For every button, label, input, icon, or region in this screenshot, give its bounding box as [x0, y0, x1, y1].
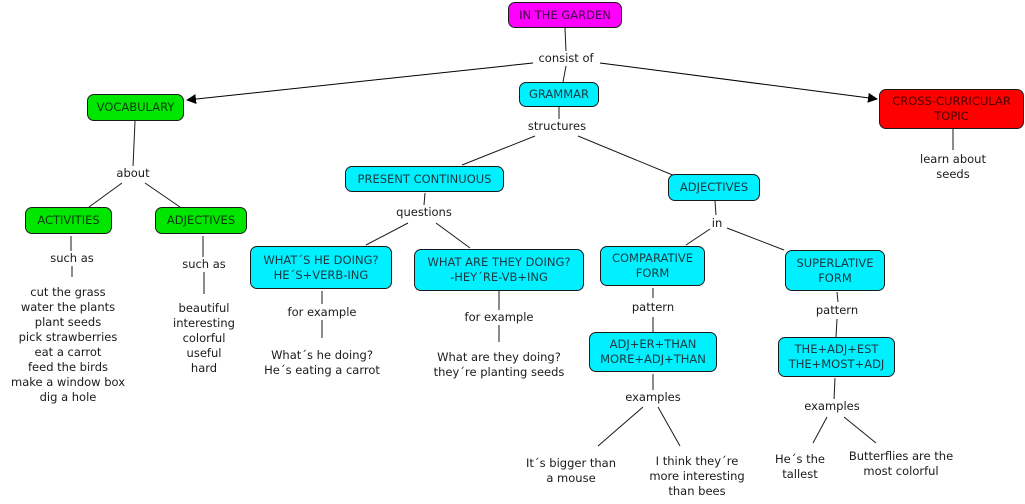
link-consist-grammar: [562, 65, 567, 83]
link-about-adjectives: [144, 182, 181, 208]
link-present-questions: [423, 192, 426, 206]
link-label-in: in: [711, 216, 723, 231]
link-in-superlative: [726, 227, 785, 251]
node-in-the-garden[interactable]: IN THE GARDEN: [508, 2, 622, 28]
node-grammar[interactable]: GRAMMAR: [519, 82, 599, 107]
link-superlative-pattern: [836, 291, 839, 303]
leaf-activities-list: cut the grass water the plants plant see…: [10, 285, 126, 405]
link-superlative-examples: [833, 377, 836, 401]
node-cross-curricular-topic[interactable]: CROSS-CURRICULAR TOPIC: [879, 89, 1024, 129]
arrow-consist-cross: [599, 62, 878, 103]
link-in-comparative: [685, 228, 711, 246]
link-examples-tallest: [812, 416, 828, 444]
node-activities[interactable]: ACTIVITIES: [25, 207, 112, 234]
link-questions-they: [435, 222, 471, 249]
node-vocabulary[interactable]: VOCABULARY: [87, 94, 184, 121]
arrow-consist-vocabulary: [186, 62, 534, 105]
link-label-such-as-activities: such as: [50, 251, 94, 266]
leaf-adjectives-list: beautiful interesting colorful useful ha…: [173, 301, 235, 376]
node-present-continuous[interactable]: PRESENT CONTINUOUS: [345, 166, 504, 192]
link-examples-bigger: [597, 406, 644, 447]
link-about-activities: [88, 182, 123, 208]
link-label-examples-superlative: examples: [804, 399, 860, 414]
leaf-interesting-example: I think they´re more interesting than be…: [649, 454, 745, 499]
link-label-for-example-he: for example: [287, 305, 357, 320]
leaf-they-example: What are they doing? they´re planting se…: [433, 350, 565, 380]
link-examples-interesting: [657, 406, 681, 447]
link-label-examples-comparative: examples: [625, 390, 681, 405]
node-what-are-they-doing[interactable]: WHAT ARE THEY DOING? -HEY´RE-VB+ING: [414, 249, 584, 291]
leaf-tallest-example: He´s the tallest: [775, 452, 825, 482]
link-label-such-as-adjectives: such as: [182, 257, 226, 272]
link-adjectives-in: [714, 200, 717, 216]
link-root-consist: [564, 27, 567, 53]
link-examples-butterflies: [843, 416, 877, 444]
link-label-structures: structures: [527, 119, 587, 134]
node-vocab-adjectives[interactable]: ADJECTIVES: [155, 207, 247, 234]
link-label-pattern-comparative: pattern: [631, 300, 675, 315]
link-structures-present: [461, 135, 536, 166]
node-whats-he-doing[interactable]: WHAT´S HE DOING? HE´S+VERB-ING: [250, 246, 392, 289]
link-structures-adjectives: [577, 135, 676, 177]
link-pattern-superlative-box: [835, 318, 838, 338]
node-comparative-pattern[interactable]: ADJ+ER+THAN MORE+ADJ+THAN: [589, 332, 717, 372]
leaf-bigger-example: It´s bigger than a mouse: [526, 456, 616, 486]
link-label-questions: questions: [396, 205, 452, 220]
link-label-pattern-superlative: pattern: [815, 303, 859, 318]
node-superlative-form[interactable]: SUPERLATIVE FORM: [785, 250, 885, 291]
link-label-consist-of: consist of: [538, 51, 594, 66]
node-comparative-form[interactable]: COMPARATIVE FORM: [600, 246, 705, 286]
link-questions-he: [365, 222, 409, 246]
node-grammar-adjectives[interactable]: ADJECTIVES: [668, 174, 760, 201]
link-label-about: about: [116, 166, 150, 181]
link-vocab-about: [132, 120, 136, 168]
node-superlative-pattern[interactable]: THE+ADJ+EST THE+MOST+ADJ: [778, 337, 895, 377]
leaf-learn-about-seeds: learn about seeds: [917, 152, 989, 182]
leaf-butterflies-example: Butterflies are the most colorful: [848, 449, 954, 479]
leaf-he-example: What´s he doing? He´s eating a carrot: [264, 348, 380, 378]
link-label-for-example-they: for example: [464, 310, 534, 325]
